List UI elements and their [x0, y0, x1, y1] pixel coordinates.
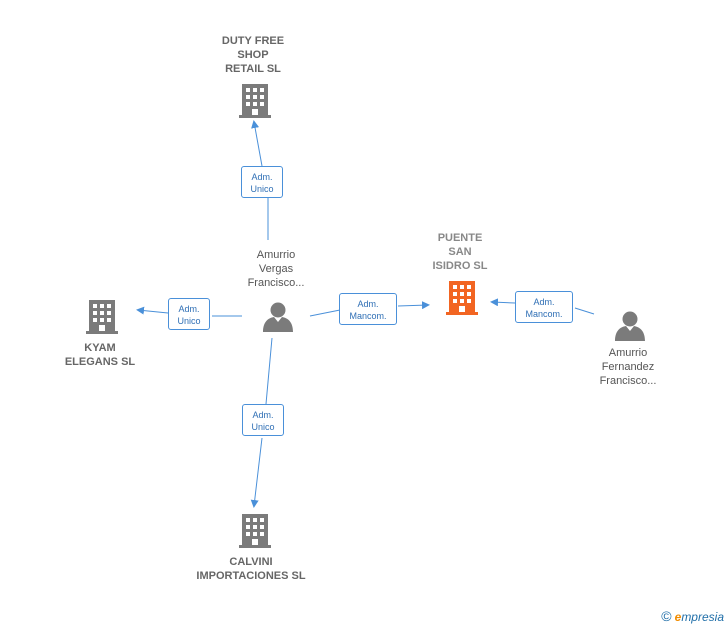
edge-label-type: Mancom. — [349, 311, 387, 321]
edge-label-type: Unico — [250, 184, 274, 194]
link-vergas-kyam — [138, 310, 242, 316]
link-fernandez-puente — [492, 302, 595, 315]
copyright-symbol: © — [661, 608, 672, 624]
brand-initial: e — [674, 610, 682, 624]
edge-label-adm-unico-duty-free[interactable]: Adm. Unico — [241, 166, 283, 198]
building-icon[interactable] — [239, 514, 271, 548]
building-icon[interactable] — [239, 84, 271, 118]
edge-label-role: Adm. — [533, 297, 555, 307]
link-vergas-calvini — [254, 337, 273, 506]
company-label-puente[interactable]: PUENTE SAN ISIDRO SL — [432, 232, 488, 272]
edge-label-adm-unico-kyam[interactable]: Adm. Unico — [168, 298, 210, 330]
edge-label-type: Unico — [177, 316, 201, 326]
building-icon-main[interactable] — [446, 281, 478, 315]
company-label-calvini[interactable]: CALVINI IMPORTACIONES SL — [196, 556, 306, 582]
building-icon[interactable] — [86, 300, 118, 334]
edge-label-adm-mancom-vergas[interactable]: Adm. Mancom. — [339, 293, 397, 325]
link-vergas-puente — [309, 305, 428, 317]
edge-label-role: Adm. — [251, 172, 273, 182]
edge-label-role: Adm. — [178, 304, 200, 314]
link-vergas-duty-free — [254, 122, 269, 240]
person-icon[interactable] — [614, 311, 646, 341]
edge-label-adm-unico-calvini[interactable]: Adm. Unico — [242, 404, 284, 436]
edge-label-type: Mancom. — [525, 309, 563, 319]
person-label-vergas[interactable]: Amurrio Vergas Francisco... — [247, 249, 305, 289]
person-icon[interactable] — [262, 302, 294, 332]
person-label-fernandez[interactable]: Amurrio Fernandez Francisco... — [599, 347, 657, 387]
empresia-watermark: ©empresia — [661, 608, 724, 624]
edge-label-role: Adm. — [252, 410, 274, 420]
company-label-duty-free[interactable]: DUTY FREE SHOP RETAIL SL — [221, 35, 285, 75]
edge-label-type: Unico — [251, 422, 275, 432]
edge-label-adm-mancom-fernandez[interactable]: Adm. Mancom. — [515, 291, 573, 323]
company-label-kyam[interactable]: KYAM ELEGANS SL — [64, 342, 136, 368]
edge-label-role: Adm. — [357, 299, 379, 309]
brand-name: mpresia — [681, 610, 724, 624]
